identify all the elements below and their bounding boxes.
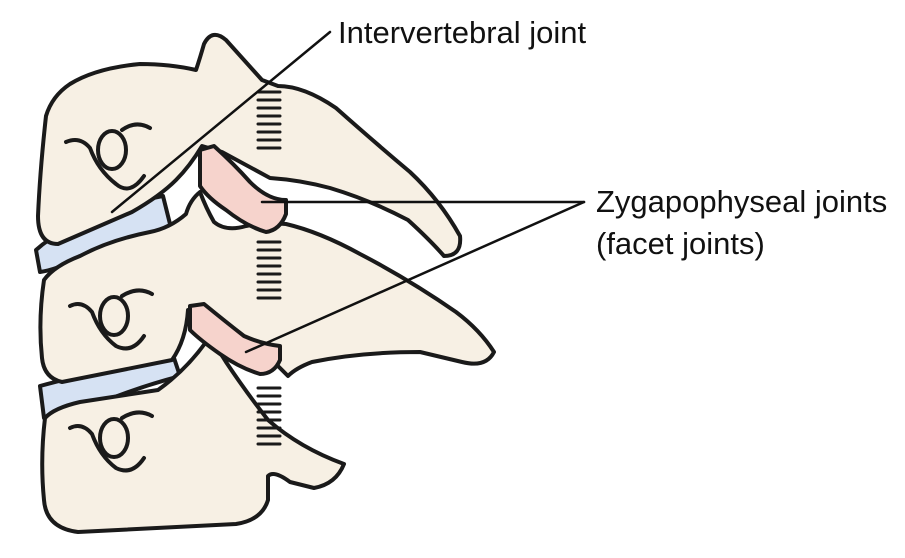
foramen-lower — [68, 410, 154, 473]
facet-joint-lower — [188, 302, 282, 376]
ligament-ticks-middle — [256, 240, 282, 300]
ligament-ticks-lower — [256, 386, 282, 446]
foramen-upper — [64, 122, 152, 191]
leader-line-intervertebral — [110, 30, 332, 214]
foramen-middle — [68, 288, 154, 351]
label-facet-joints: (facet joints) — [596, 226, 765, 261]
leader-line-facet-lower — [244, 200, 586, 354]
facet-joint-upper — [198, 144, 288, 234]
label-zygapophyseal-joints: Zygapophyseal joints — [596, 184, 888, 219]
ligament-ticks-upper — [256, 90, 282, 150]
vertebra-lower — [40, 340, 346, 534]
label-intervertebral-joint: Intervertebral joint — [338, 15, 587, 50]
vertebra-upper — [36, 32, 463, 258]
